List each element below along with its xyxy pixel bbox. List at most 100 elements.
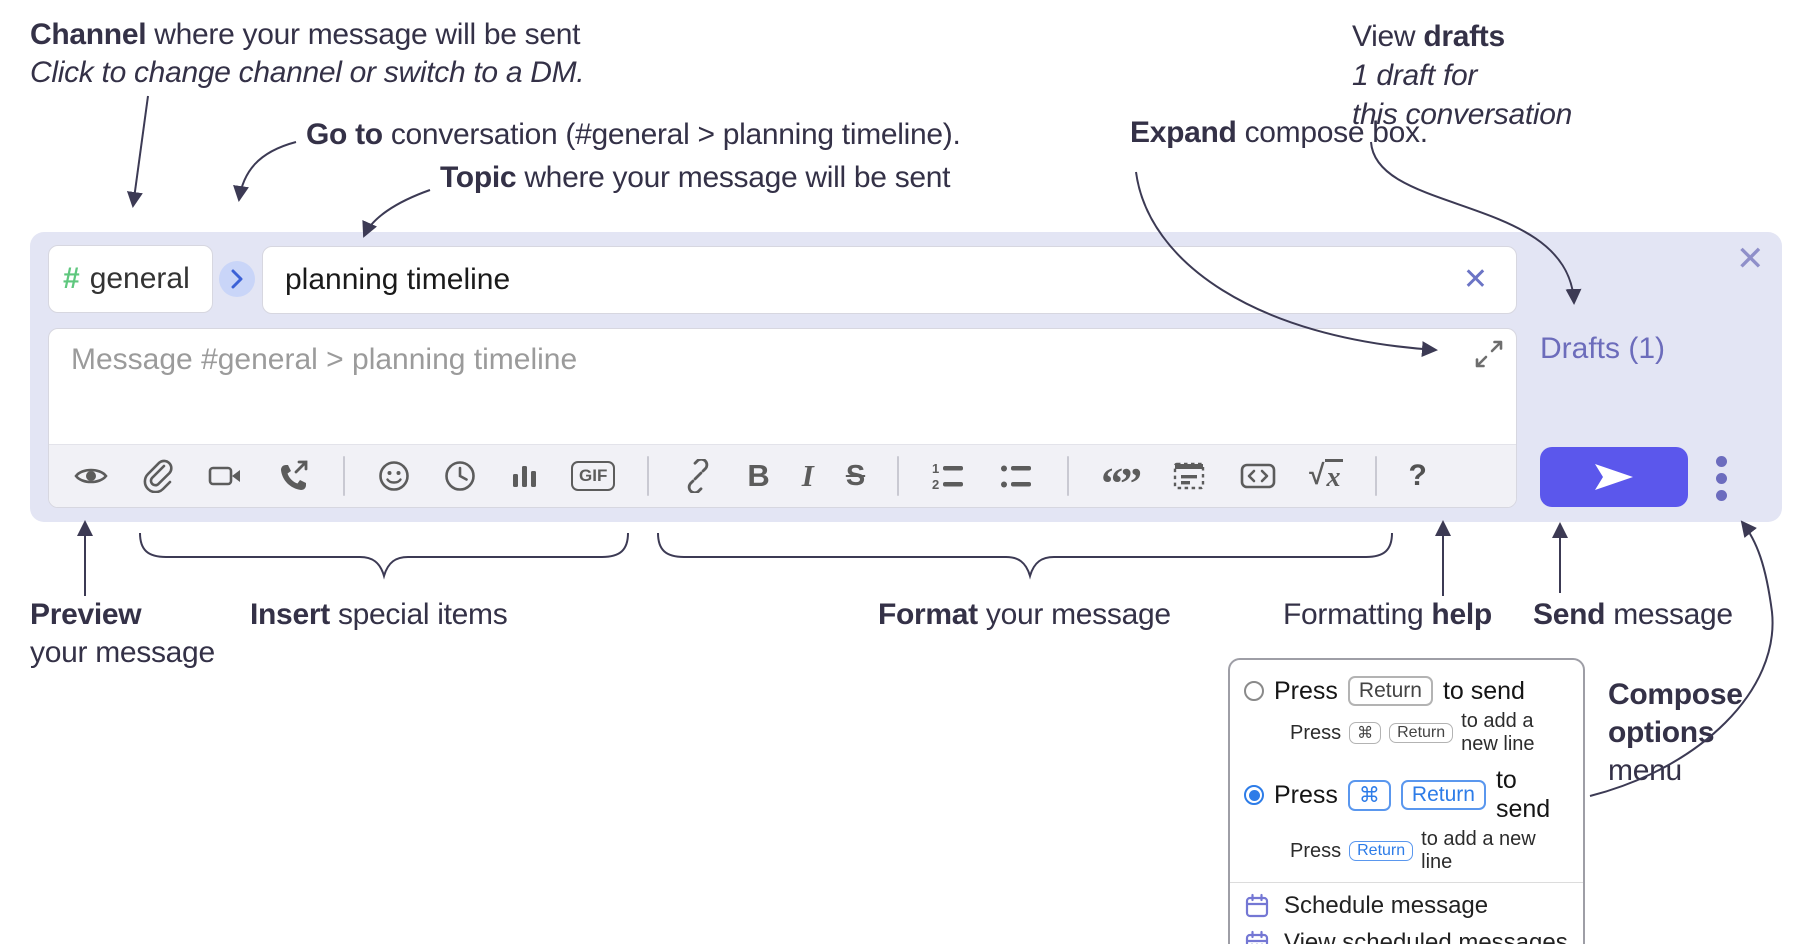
annotation-compose-bold1: Compose xyxy=(1608,678,1743,711)
math-x-glyph: x xyxy=(1324,458,1343,494)
send-plane-icon xyxy=(1595,464,1633,490)
annotation-insert-bold: Insert xyxy=(250,598,330,631)
quote-icon[interactable]: “” xyxy=(1101,459,1142,508)
annotation-compose-options-line3: menu xyxy=(1608,754,1682,788)
drafts-link[interactable]: Drafts (1) xyxy=(1540,332,1666,365)
annotation-send-rest: message xyxy=(1605,598,1733,631)
code-icon[interactable] xyxy=(1239,459,1277,493)
menu-item-schedule-message[interactable]: Schedule message xyxy=(1244,892,1569,920)
annotation-help: Formatting help xyxy=(1283,598,1492,632)
annotation-send-bold: Send xyxy=(1533,598,1606,631)
annotation-format-rest: your message xyxy=(977,598,1171,631)
annotation-goto-bold: Go to xyxy=(306,118,383,151)
annotation-preview-bold: Preview xyxy=(30,598,142,631)
ellipsis-dot xyxy=(1716,473,1727,484)
radio-unselected-icon[interactable] xyxy=(1244,681,1264,701)
toolbar-divider xyxy=(647,456,650,496)
time-icon[interactable] xyxy=(443,459,477,493)
topic-clear-icon[interactable]: ✕ xyxy=(1462,262,1488,297)
annotation-compose-options-line2: options xyxy=(1608,716,1715,750)
send-button[interactable] xyxy=(1540,447,1688,507)
menu-divider xyxy=(1230,882,1583,883)
annotation-help-normal: Formatting xyxy=(1283,598,1432,631)
gif-icon[interactable]: GIF xyxy=(571,461,616,491)
menu-opt1-tail: to send xyxy=(1442,676,1525,705)
channel-selector[interactable]: # general xyxy=(48,245,213,313)
topic-input-box: ✕ xyxy=(262,246,1517,314)
annotation-drafts-line1: View drafts xyxy=(1352,20,1505,54)
annotation-drafts-normal: View xyxy=(1352,20,1424,53)
arrow-channel xyxy=(126,95,149,208)
radio-selected-icon[interactable] xyxy=(1244,785,1264,805)
ellipsis-dot xyxy=(1716,490,1727,501)
annotation-compose-bold2: options xyxy=(1608,716,1715,749)
preview-icon[interactable] xyxy=(73,459,109,493)
menu-opt1sub-lead: Press xyxy=(1290,721,1342,744)
topic-input[interactable] xyxy=(283,262,1463,298)
annotation-channel-rest: where your message will be sent xyxy=(146,18,581,51)
ellipsis-dot xyxy=(1716,456,1727,467)
menu-opt2sub-tail: to add a new line xyxy=(1421,828,1536,873)
calendar-grid-icon xyxy=(1245,930,1269,944)
annotation-insert: Insert special items xyxy=(250,598,508,632)
expand-arrows-icon xyxy=(1475,340,1503,368)
video-call-icon[interactable] xyxy=(207,459,243,493)
annotation-drafts-line3: this conversation xyxy=(1352,98,1572,132)
arrow-topic xyxy=(362,189,431,238)
svg-text:1: 1 xyxy=(932,461,939,476)
emoji-icon[interactable] xyxy=(377,459,411,493)
menu-opt2-lead: Press xyxy=(1274,780,1338,809)
italic-icon[interactable]: I xyxy=(801,458,814,493)
annotation-goto-rest: conversation (#general > planning timeli… xyxy=(382,118,961,151)
compose-options-menu-button[interactable] xyxy=(1716,456,1728,501)
annotation-channel-line2: Click to change channel or switch to a D… xyxy=(30,56,585,90)
menu-opt2sub-lead: Press xyxy=(1290,839,1342,862)
compose-close-icon[interactable]: ✕ xyxy=(1736,239,1765,279)
poll-icon[interactable] xyxy=(509,459,539,493)
toolbar-divider xyxy=(1374,456,1377,496)
menu-opt1sub-tail: to add a new line xyxy=(1461,710,1535,755)
expand-compose-icon[interactable] xyxy=(1474,339,1504,374)
channel-hash-icon: # xyxy=(63,262,80,295)
key-cmd-blue: ⌘ xyxy=(1347,779,1391,811)
link-icon[interactable] xyxy=(681,459,715,493)
annotation-preview-rest: your message xyxy=(30,636,215,669)
menu-option-cmd-return-to-send[interactable]: Press ⌘ Return to send xyxy=(1244,766,1569,824)
annotation-channel-italic: Click to change channel or switch to a D… xyxy=(30,56,585,89)
arrow-goto xyxy=(233,141,297,202)
formatting-help-icon[interactable]: ? xyxy=(1408,459,1427,492)
annotation-compose-rest: menu xyxy=(1608,754,1682,787)
menu-option1-subtext: Press ⌘ Return to add a new line xyxy=(1290,710,1569,756)
annotation-drafts-italic1: 1 draft for xyxy=(1352,59,1478,92)
annotation-preview-line2: your message xyxy=(30,636,215,670)
strikethrough-icon[interactable]: S xyxy=(845,459,866,492)
menu-opt1-lead: Press xyxy=(1274,676,1338,705)
menu-option2-subtext: Press Return to add a new line xyxy=(1290,828,1569,874)
annotation-help-bold: help xyxy=(1431,598,1492,631)
annotation-topic-bold: Topic xyxy=(440,161,517,194)
message-textarea[interactable] xyxy=(49,329,1516,444)
channel-name: general xyxy=(89,262,190,295)
compose-box: # general ✕ ✕ xyxy=(30,232,1782,522)
annotation-format-bold: Format xyxy=(878,598,978,631)
attach-file-icon[interactable] xyxy=(141,459,175,493)
annotation-expand: Expand compose box. xyxy=(1130,116,1428,150)
brace-format xyxy=(657,532,1393,580)
menu-option-return-to-send[interactable]: Press Return to send xyxy=(1244,676,1569,706)
sqrt-glyph: √ xyxy=(1309,458,1325,490)
menu-item-view-scheduled[interactable]: View scheduled messages xyxy=(1244,929,1569,944)
bold-icon[interactable]: B xyxy=(747,458,770,493)
audio-call-icon[interactable] xyxy=(275,459,311,493)
annotation-compose-options-line1: Compose xyxy=(1608,678,1743,712)
go-to-conversation-button[interactable] xyxy=(219,261,255,297)
spoiler-icon[interactable] xyxy=(1171,459,1207,493)
annotation-send: Send message xyxy=(1533,598,1733,632)
math-icon[interactable]: √x xyxy=(1309,458,1343,494)
menu-view-scheduled-label: View scheduled messages xyxy=(1284,929,1568,944)
annotation-topic-rest: where your message will be sent xyxy=(516,161,951,194)
annotation-format: Format your message xyxy=(878,598,1171,632)
bulleted-list-icon[interactable] xyxy=(999,459,1035,493)
chevron-right-icon xyxy=(231,269,243,289)
